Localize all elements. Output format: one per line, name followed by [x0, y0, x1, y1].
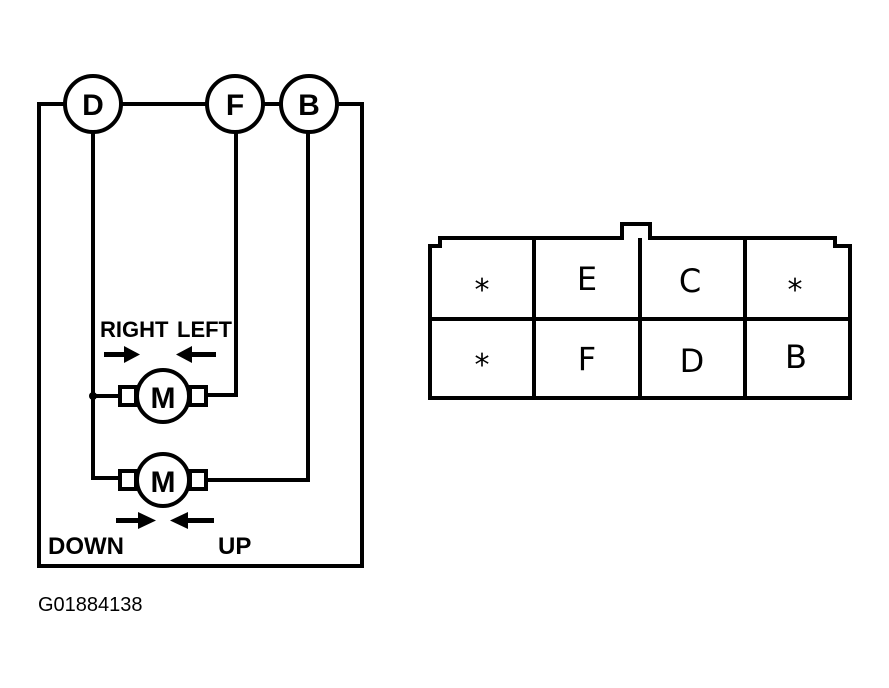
- connector: [428, 222, 852, 400]
- connector-cell-4: *: [788, 273, 803, 308]
- up-label: UP: [218, 533, 251, 560]
- horizontal-motor: M: [118, 368, 208, 424]
- terminal-b-label: B: [298, 89, 320, 122]
- terminal-f-label: F: [226, 89, 244, 122]
- down-arrow-icon: [116, 512, 156, 529]
- outer-loop-wire: [37, 102, 364, 568]
- left-label: LEFT: [177, 317, 233, 342]
- vertical-motor: M: [118, 452, 208, 508]
- connector-cell-1: *: [475, 273, 490, 308]
- right-label: RIGHT: [100, 317, 169, 342]
- terminal-d: D: [63, 74, 123, 134]
- terminal-b: B: [279, 74, 339, 134]
- connector-cell-6: F: [578, 340, 596, 378]
- terminal-d-label: D: [82, 89, 104, 122]
- connector-housing: [428, 222, 852, 400]
- horizontal-motor-label: M: [151, 382, 176, 415]
- connector-cell-2: E: [577, 260, 597, 298]
- vertical-motor-label: M: [151, 466, 176, 499]
- b-wire: [204, 132, 310, 482]
- figure-id: G01884138: [38, 594, 143, 616]
- connector-cell-5: *: [475, 348, 490, 383]
- connector-cell-8: B: [785, 338, 807, 376]
- schematic: [37, 102, 364, 568]
- connector-cell-3: C: [679, 262, 701, 300]
- up-arrow-icon: [170, 512, 214, 529]
- f-wire: [204, 132, 238, 397]
- terminal-f: F: [205, 74, 265, 134]
- junction-dot: [89, 392, 97, 400]
- right-arrow-icon: [104, 346, 140, 363]
- d-wire: [91, 132, 122, 480]
- connector-cell-7: D: [680, 342, 705, 380]
- down-label: DOWN: [48, 533, 124, 560]
- left-arrow-icon: [176, 346, 216, 363]
